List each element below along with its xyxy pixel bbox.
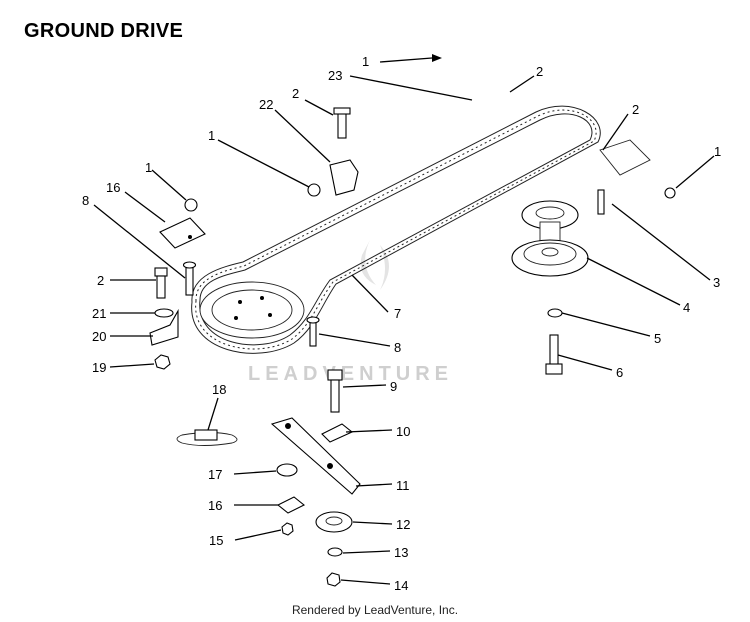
callout-1: 1 — [145, 160, 152, 175]
callout-3: 3 — [713, 275, 720, 290]
bolt-top — [333, 107, 351, 139]
bolt-2-left — [154, 267, 168, 299]
nut-top — [307, 183, 321, 197]
bolt-6 — [545, 334, 563, 375]
callout-8: 8 — [394, 340, 401, 355]
callout-20: 20 — [92, 329, 106, 344]
clip-16-bottom — [276, 496, 306, 514]
washer-5 — [547, 308, 563, 318]
callout-4: 4 — [683, 300, 690, 315]
callout-9: 9 — [390, 379, 397, 394]
washer-21 — [154, 308, 174, 318]
callout-8: 8 — [82, 193, 89, 208]
idler-bracket-top — [329, 159, 359, 196]
callout-16: 16 — [208, 498, 222, 513]
nut-14 — [326, 572, 341, 587]
callout-1: 1 — [208, 128, 215, 143]
callout-11: 11 — [396, 478, 410, 493]
nut-1-left — [184, 198, 198, 212]
spring-18 — [176, 429, 238, 446]
washer-17 — [276, 463, 298, 477]
washer-13 — [327, 547, 343, 557]
bolt-9 — [327, 369, 343, 413]
callout-7: 7 — [394, 306, 401, 321]
callout-15: 15 — [209, 533, 223, 548]
footer-credit: Rendered by LeadVenture, Inc. — [291, 603, 459, 617]
callout-labels: 1 23 2 2 22 1 2 1 1 16 8 2 21 20 19 7 8 … — [82, 54, 721, 593]
callout-14: 14 — [394, 578, 408, 593]
nut-19 — [154, 354, 171, 370]
callout-1: 1 — [714, 144, 721, 159]
callout-13: 13 — [394, 545, 408, 560]
callout-22: 22 — [259, 97, 273, 112]
callout-2: 2 — [292, 86, 299, 101]
nut-15 — [281, 522, 294, 536]
callout-18: 18 — [212, 382, 226, 397]
callout-21: 21 — [92, 306, 106, 321]
watermark-text: LEADVENTURE — [248, 363, 453, 385]
bracket-10 — [321, 423, 354, 443]
callout-19: 19 — [92, 360, 106, 375]
bracket-20 — [149, 308, 179, 346]
stud-8-left — [182, 261, 197, 296]
watermark: LEADVENTURE — [248, 240, 453, 385]
callout-6: 6 — [616, 365, 623, 380]
diagram-title: GROUND DRIVE — [24, 20, 184, 42]
callout-12: 12 — [396, 517, 410, 532]
bracket-right — [597, 139, 676, 215]
callout-17: 17 — [208, 467, 222, 482]
callout-23: 23 — [328, 68, 342, 83]
idler-pulley-12 — [315, 511, 353, 533]
leader-lines — [93, 54, 715, 585]
callout-16: 16 — [106, 180, 120, 195]
callout-2: 2 — [632, 102, 639, 117]
stud-8-mid — [306, 316, 320, 347]
callout-2: 2 — [536, 64, 543, 79]
callout-1: 1 — [362, 54, 369, 69]
spring-clip-16 — [159, 217, 206, 249]
drive-belt — [191, 105, 601, 354]
callout-10: 10 — [396, 424, 410, 439]
drive-pulley — [199, 281, 305, 339]
idler-arm-11 — [270, 417, 361, 495]
engine-pulley-lower — [511, 221, 589, 277]
callout-5: 5 — [654, 331, 661, 346]
engine-pulley-upper — [521, 200, 579, 230]
callout-2: 2 — [97, 273, 104, 288]
